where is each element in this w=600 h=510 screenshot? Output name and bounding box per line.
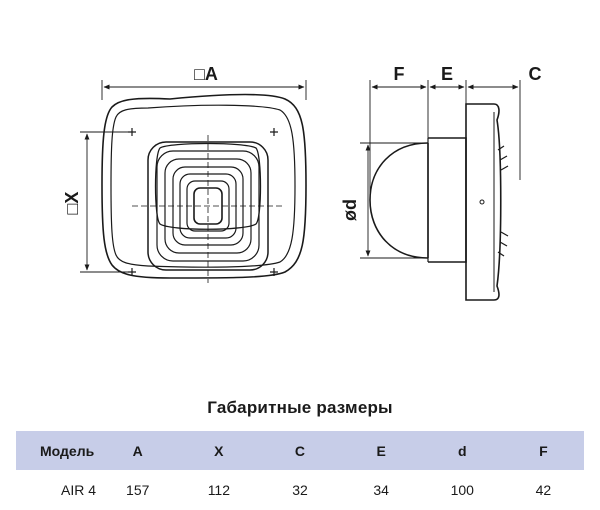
front-view bbox=[101, 93, 307, 283]
dimension-c-label: C bbox=[529, 64, 542, 84]
dome bbox=[369, 142, 429, 259]
front-panel-outer bbox=[101, 93, 307, 279]
cell-f: 42 bbox=[535, 482, 552, 498]
cell-e: 34 bbox=[373, 482, 389, 498]
column-header-a: A bbox=[97, 431, 179, 470]
cell-d: 100 bbox=[450, 482, 474, 498]
dimension-x-label: □X bbox=[62, 192, 82, 215]
dimension-a bbox=[101, 80, 307, 100]
dimension-d bbox=[360, 142, 426, 259]
table-header-row: Модель A X C E d F bbox=[16, 431, 584, 470]
table-title: Габаритные размеры bbox=[207, 398, 393, 417]
front-panel-inner bbox=[110, 104, 296, 268]
cell-c: 32 bbox=[292, 482, 308, 498]
dimension-x bbox=[80, 131, 128, 273]
cell-model: AIR 4 bbox=[61, 482, 97, 498]
column-header-model: Модель bbox=[16, 431, 98, 470]
cell-x: 112 bbox=[207, 482, 231, 498]
dimension-e-label: E bbox=[441, 64, 453, 84]
dimension-f-label: F bbox=[394, 64, 405, 84]
column-header-d: d bbox=[421, 431, 503, 470]
side-view bbox=[369, 103, 509, 301]
motor-body bbox=[428, 137, 467, 263]
cell-a: 157 bbox=[126, 482, 150, 498]
dimension-d-label: ød bbox=[340, 199, 360, 221]
dimension-a-label: □A bbox=[194, 64, 218, 84]
column-header-f: F bbox=[502, 431, 584, 470]
dimension-top-chain bbox=[369, 80, 521, 200]
screw-marks bbox=[128, 128, 278, 276]
column-header-x: X bbox=[178, 431, 260, 470]
technical-drawing: □A □X ød bbox=[62, 64, 542, 301]
grille-fins bbox=[497, 145, 509, 257]
side-panel bbox=[465, 103, 502, 301]
column-header-c: C bbox=[259, 431, 341, 470]
table-row: AIR 4 157 112 32 34 100 42 bbox=[16, 470, 584, 510]
column-header-e: E bbox=[340, 431, 422, 470]
dimensions-table: Модель A X C E d F AIR 4 157 112 32 34 1… bbox=[16, 431, 584, 510]
